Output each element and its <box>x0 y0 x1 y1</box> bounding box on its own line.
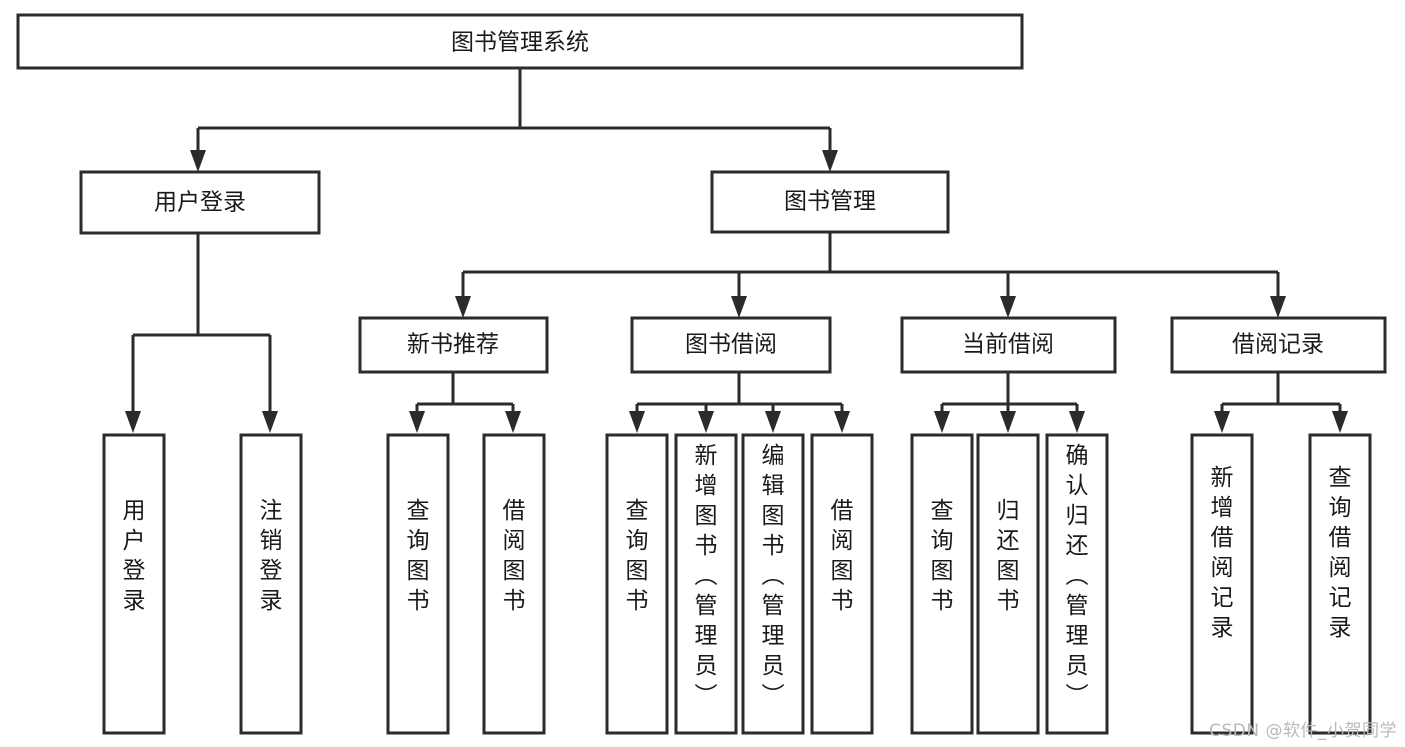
node-leaf-query-book-1-box[interactable] <box>386 433 450 735</box>
connector-group-root <box>190 68 838 172</box>
connector-group-book-management <box>455 232 1286 318</box>
node-current-borrow-box[interactable] <box>900 316 1117 374</box>
arrow-head-current-borrow <box>1000 296 1016 318</box>
node-leaf-confirm-return[interactable]: 确认归还︵管理员︶ <box>1045 433 1109 735</box>
arrow-head-leaf-edit-book <box>765 411 781 433</box>
node-leaf-borrow-book-1[interactable]: 借阅图书 <box>482 433 546 735</box>
node-leaf-query-book-3-label: 查询图书 <box>931 498 954 614</box>
arrow-head-leaf-logout-login <box>262 411 278 433</box>
node-leaf-add-record[interactable]: 新增借阅记录 <box>1190 433 1254 735</box>
node-leaf-edit-book[interactable]: 编辑图书︵管理员︶ <box>741 433 805 735</box>
node-leaf-query-book-3-box[interactable] <box>910 433 974 735</box>
node-leaf-return-book-box[interactable] <box>976 433 1040 735</box>
node-leaf-logout-login[interactable]: 注销登录 <box>239 433 303 735</box>
arrow-head-leaf-query-book-2 <box>629 411 645 433</box>
node-leaf-query-record-label: 查询借阅记录 <box>1329 465 1352 641</box>
connector-group-book-borrow <box>629 372 850 433</box>
node-leaf-query-record[interactable]: 查询借阅记录 <box>1308 433 1372 735</box>
node-book-management-box[interactable] <box>710 170 950 234</box>
arrow-head-leaf-query-book-1 <box>409 411 425 433</box>
node-leaf-logout-login-label: 注销登录 <box>260 498 283 614</box>
node-leaf-query-book-2-label: 查询图书 <box>626 498 649 614</box>
node-book-management[interactable]: 图书管理 <box>710 170 950 234</box>
arrow-head-leaf-return-book <box>1000 411 1016 433</box>
node-leaf-query-book-1[interactable]: 查询图书 <box>386 433 450 735</box>
node-leaf-user-login-box[interactable] <box>102 433 166 735</box>
node-leaf-add-book-box[interactable] <box>674 433 738 735</box>
arrow-head-leaf-query-record <box>1332 411 1348 433</box>
node-current-borrow-label: 当前借阅 <box>962 332 1054 358</box>
node-leaf-query-book-3[interactable]: 查询图书 <box>910 433 974 735</box>
node-user-login-label: 用户登录 <box>154 190 246 216</box>
node-leaf-edit-book-label: 编辑图书︵管理员︶ <box>762 443 785 709</box>
arrow-head-leaf-borrow-book-2 <box>834 411 850 433</box>
node-borrow-record[interactable]: 借阅记录 <box>1170 316 1387 374</box>
node-leaf-query-book-2-box[interactable] <box>605 433 669 735</box>
node-user-login[interactable]: 用户登录 <box>79 170 321 235</box>
node-current-borrow[interactable]: 当前借阅 <box>900 316 1117 374</box>
arrow-head-book-borrow <box>731 296 747 318</box>
node-leaf-borrow-book-2-label: 借阅图书 <box>831 498 854 614</box>
connector-group-user-login <box>125 233 278 433</box>
arrow-head-borrow-record <box>1270 296 1286 318</box>
node-root[interactable]: 图书管理系统 <box>16 13 1024 70</box>
arrow-head-leaf-add-record <box>1214 411 1230 433</box>
node-leaf-add-book[interactable]: 新增图书︵管理员︶ <box>674 433 738 735</box>
node-leaf-add-book-label: 新增图书︵管理员︶ <box>695 443 718 709</box>
connector-group-current-borrow <box>934 372 1085 433</box>
node-leaf-logout-login-box[interactable] <box>239 433 303 735</box>
node-new-book-recommend-label: 新书推荐 <box>407 332 499 358</box>
node-leaf-return-book-label: 归还图书 <box>997 498 1020 614</box>
connector-group-borrow-record <box>1214 372 1348 433</box>
node-borrow-record-box[interactable] <box>1170 316 1387 374</box>
node-book-management-label: 图书管理 <box>784 189 876 215</box>
arrow-head-leaf-user-login <box>125 411 141 433</box>
node-leaf-user-login[interactable]: 用户登录 <box>102 433 166 735</box>
node-leaf-borrow-book-1-label: 借阅图书 <box>503 498 526 614</box>
node-leaf-add-record-label: 新增借阅记录 <box>1211 465 1234 641</box>
node-book-borrow-label: 图书借阅 <box>685 332 777 358</box>
node-book-borrow-box[interactable] <box>630 316 832 374</box>
node-leaf-borrow-book-2-box[interactable] <box>810 433 874 735</box>
node-leaf-user-login-label: 用户登录 <box>123 498 146 614</box>
arrow-head-leaf-borrow-book-1 <box>505 411 521 433</box>
node-borrow-record-label: 借阅记录 <box>1232 332 1324 358</box>
node-leaf-borrow-book-2[interactable]: 借阅图书 <box>810 433 874 735</box>
node-leaf-return-book[interactable]: 归还图书 <box>976 433 1040 735</box>
node-root-label: 图书管理系统 <box>451 30 589 56</box>
arrow-head-leaf-add-book <box>698 411 714 433</box>
arrow-head-book-management <box>822 150 838 172</box>
arrow-head-user-login <box>190 150 206 172</box>
node-user-login-box[interactable] <box>79 170 321 235</box>
arrow-head-leaf-query-book-3 <box>934 411 950 433</box>
node-new-book-recommend[interactable]: 新书推荐 <box>358 316 549 374</box>
node-new-book-recommend-box[interactable] <box>358 316 549 374</box>
node-leaf-query-book-1-label: 查询图书 <box>407 498 430 614</box>
arrow-head-new-book-recommend <box>455 296 471 318</box>
node-leaf-edit-book-box[interactable] <box>741 433 805 735</box>
node-leaf-query-record-box[interactable] <box>1308 433 1372 735</box>
node-book-borrow[interactable]: 图书借阅 <box>630 316 832 374</box>
arrow-head-leaf-confirm-return <box>1069 411 1085 433</box>
connector-group-new-book-recommend <box>409 372 521 433</box>
node-leaf-borrow-book-1-box[interactable] <box>482 433 546 735</box>
node-leaf-confirm-return-box[interactable] <box>1045 433 1109 735</box>
node-leaf-confirm-return-label: 确认归还︵管理员︶ <box>1066 443 1089 709</box>
node-leaf-query-book-2[interactable]: 查询图书 <box>605 433 669 735</box>
node-root-box[interactable] <box>16 13 1024 70</box>
node-leaf-add-record-box[interactable] <box>1190 433 1254 735</box>
